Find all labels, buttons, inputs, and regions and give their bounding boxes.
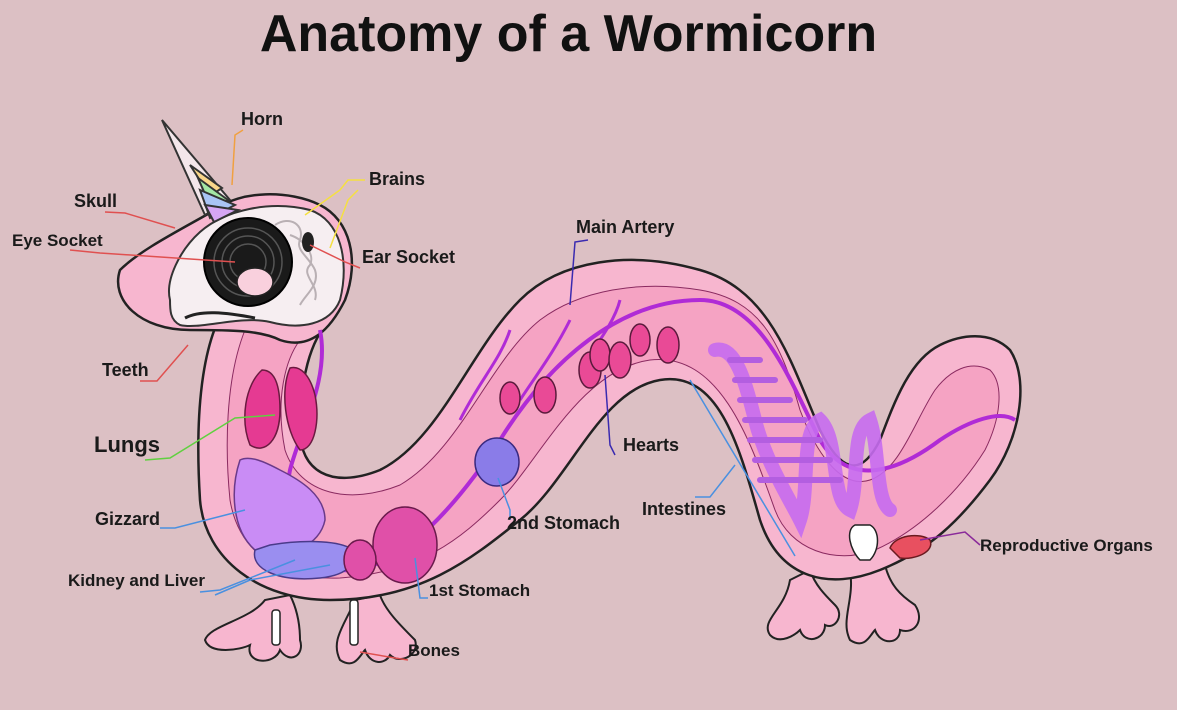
label-hearts: Hearts — [623, 435, 680, 455]
lungs — [244, 366, 318, 451]
label-brains: Brains — [369, 169, 426, 189]
first-stomach-leader — [414, 557, 428, 599]
reproductive-leader — [919, 531, 981, 546]
intestines-leader — [689, 379, 796, 557]
kidney-and-liver — [253, 540, 355, 580]
back-left-foot — [766, 568, 841, 641]
horn — [161, 119, 242, 224]
intestines-coils — [727, 357, 843, 483]
ear-socket-leader — [309, 244, 361, 269]
front-right-foot — [335, 593, 417, 665]
first-stomach — [343, 506, 438, 584]
label-gizzard: Gizzard — [95, 509, 161, 529]
front-left-foot — [203, 593, 302, 662]
main-artery-leader — [569, 239, 589, 306]
eye — [236, 267, 274, 297]
eye-socket-leader — [69, 249, 236, 263]
skull-leader — [104, 211, 176, 229]
reproductive-organs — [889, 534, 932, 560]
brains-leader-2 — [329, 189, 359, 249]
horn-leader — [231, 129, 244, 186]
kidney-liver-leader — [199, 559, 331, 596]
teeth-leader — [140, 344, 189, 382]
gizzard — [233, 457, 326, 554]
second-stomach — [474, 437, 520, 487]
teeth — [184, 311, 256, 320]
label-first-stomach: 1st Stomach — [429, 581, 531, 600]
second-stomach-leader — [497, 477, 511, 520]
hearts-leader — [604, 374, 616, 456]
label-teeth: Teeth — [102, 360, 149, 380]
bones-leader — [359, 651, 409, 661]
ear-socket — [302, 232, 314, 252]
label-eye-socket: Eye Socket — [12, 231, 103, 250]
label-reproductive-organs: Reproductive Organs — [980, 536, 1153, 555]
back-right-foot — [845, 563, 920, 645]
label-skull: Skull — [74, 191, 118, 211]
label-lungs: Lungs — [94, 432, 160, 457]
bones — [271, 524, 879, 646]
brains — [274, 220, 317, 306]
label-intestines: Intestines — [642, 499, 727, 519]
leader-lines — [69, 129, 981, 661]
label-horn: Horn — [241, 109, 283, 129]
label-bones: Bones — [408, 641, 460, 660]
hearts — [499, 323, 680, 415]
diagram-title: Anatomy of a Wormicorn — [259, 5, 878, 63]
label-kidney-and-liver: Kidney and Liver — [68, 571, 205, 590]
lungs-leader — [144, 414, 276, 461]
gizzard-leader — [160, 509, 246, 529]
label-ear-socket: Ear Socket — [362, 247, 456, 267]
label-main-artery: Main Artery — [576, 217, 675, 237]
brains-leader-1 — [304, 179, 365, 216]
label-second-stomach: 2nd Stomach — [507, 513, 621, 533]
